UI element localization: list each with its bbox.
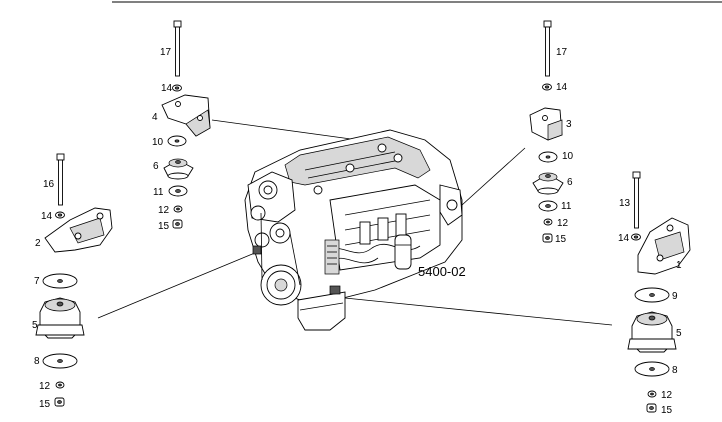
label-bracket-top-right: 3	[566, 119, 572, 130]
bolt-13-right	[632, 171, 641, 229]
mount-5-right	[627, 311, 677, 353]
mount-6-top-left	[163, 158, 194, 180]
plate-8-right	[634, 361, 670, 377]
nut-14-right	[631, 233, 641, 241]
washer-12-left	[55, 381, 65, 389]
plate-8-left	[42, 353, 78, 369]
label-bracket-right: 1	[676, 260, 682, 271]
label-washer-top-left: 10	[152, 137, 164, 148]
label-nut-right: 14	[618, 233, 630, 244]
leader-line-left	[97, 249, 263, 319]
label-washer-small-top-right: 12	[557, 218, 569, 229]
label-nut-left: 14	[41, 211, 53, 222]
label-mount-right: 5	[676, 328, 682, 339]
mount-stack-right: 13 14 1 9 5 8	[618, 171, 691, 416]
bracket-1	[637, 217, 691, 275]
nut-15-top-left	[172, 219, 183, 229]
label-nut-small-top-right: 15	[555, 234, 567, 245]
washer-7-left	[42, 273, 78, 289]
label-spacer-top-right: 11	[561, 201, 572, 212]
leader-line-top-right	[461, 147, 526, 206]
label-mount-top-left: 6	[153, 161, 159, 172]
label-spacer-top-left: 11	[153, 187, 164, 198]
washer-12-top-left	[173, 205, 183, 213]
nut-14-top-left	[172, 84, 182, 92]
label-bolt-left: 16	[43, 179, 55, 190]
label-bracket-left: 2	[35, 238, 41, 249]
label-nut-small-top-left: 15	[158, 221, 170, 232]
label-plate-right: 8	[672, 365, 678, 376]
mount-5-left	[35, 297, 85, 339]
label-washer-top-right: 10	[562, 151, 574, 162]
nut-15-top-right	[542, 233, 553, 243]
bracket-4	[161, 94, 211, 137]
washer-9-right	[634, 287, 670, 303]
label-bolt-right: 13	[619, 198, 631, 209]
label-plate-left: 8	[34, 356, 40, 367]
label-washer-right: 9	[672, 291, 678, 302]
engine-illustration	[244, 129, 463, 331]
mount-6-top-right	[532, 172, 564, 195]
washer-10-top-left	[167, 135, 187, 147]
washer-12-top-right	[543, 218, 553, 226]
nut-15-left	[54, 397, 65, 407]
label-washer-small-right: 12	[661, 390, 673, 401]
label-washer-small-top-left: 12	[158, 205, 170, 216]
nut-14-top-right	[542, 83, 552, 91]
washer-10-top-right	[538, 151, 558, 163]
bolt-17-top-right	[543, 20, 552, 77]
mount-stack-top-right: 17 14 3 10 6 11	[529, 20, 574, 245]
bolt-17-top-left	[173, 20, 182, 77]
washer-12-right	[647, 390, 657, 398]
label-bracket-top-left: 4	[152, 112, 158, 123]
label-bolt-top-left: 17	[160, 47, 172, 58]
diagram-code-label: 5400-02	[418, 264, 466, 279]
nut-15-right	[646, 403, 657, 413]
leader-line-right	[344, 297, 613, 326]
label-bolt-top-right: 17	[556, 47, 568, 58]
spacer-11-top-right	[538, 200, 558, 212]
label-nut-small-right: 15	[661, 405, 673, 416]
label-mount-top-right: 6	[567, 177, 573, 188]
mount-stack-top-left: 17 14 4 10 6	[152, 20, 211, 232]
label-washer-small-left: 12	[39, 381, 51, 392]
label-nut-top-left: 14	[161, 83, 173, 94]
bracket-2	[44, 207, 113, 253]
mount-stack-left: 16 14 2 7 5 8	[32, 153, 113, 410]
label-nut-top-right: 14	[556, 82, 568, 93]
spacer-11-top-left	[168, 185, 188, 197]
bracket-3	[529, 107, 563, 141]
label-mount-left: 5	[32, 320, 38, 331]
nut-14-left	[55, 211, 65, 219]
bolt-16-left	[56, 153, 65, 206]
label-nut-small-left: 15	[39, 399, 51, 410]
label-washer-left: 7	[34, 276, 40, 287]
